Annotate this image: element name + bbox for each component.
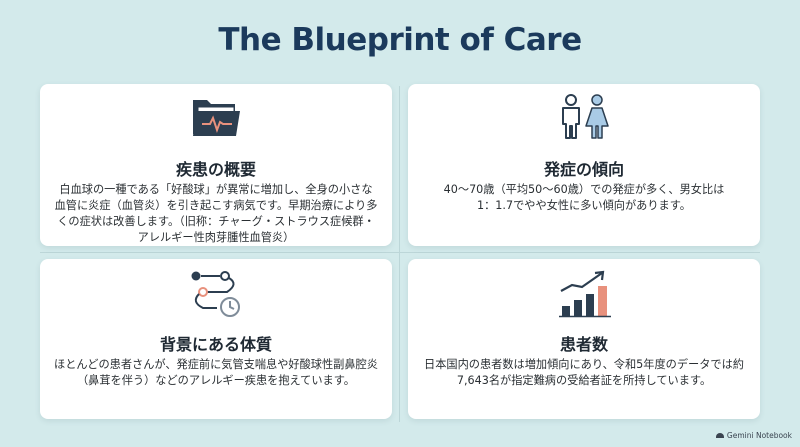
- card-body: 白血球の一種である「好酸球」が異常に増加し、全身の小さな血管に炎症（血管炎）を引…: [54, 183, 378, 244]
- footer-brand: Gemini Notebook: [715, 431, 792, 440]
- card-underlying-constitution: 背景にある体質 ほとんどの患者さんが、発症前に気管支喘息や好酸球性副鼻腔炎（鼻茸…: [40, 259, 392, 419]
- card-body: ほとんどの患者さんが、発症前に気管支喘息や好酸球性副鼻腔炎（鼻茸を伴う）などのア…: [54, 358, 378, 387]
- growth-chart-icon: [558, 269, 612, 323]
- card-disease-overview: 疾患の概要 白血球の一種である「好酸球」が異常に増加し、全身の小さな血管に炎症（…: [40, 84, 392, 246]
- card-body: 40〜70歳（平均50〜60歳）での発症が多く、男女比は1：1.7でやや女性に多…: [443, 183, 725, 212]
- card-onset-trend: 発症の傾向 40〜70歳（平均50〜60歳）での発症が多く、男女比は1：1.7で…: [408, 84, 760, 246]
- card-title: 疾患の概要: [175, 160, 256, 179]
- horizontal-divider: [40, 252, 760, 253]
- card-title: 背景にある体質: [159, 335, 272, 354]
- medical-folder-icon: [190, 94, 242, 142]
- card-body: 日本国内の患者数は増加傾向にあり、令和5年度のデータでは約7,643名が指定難病…: [424, 358, 744, 387]
- page-title: The Blueprint of Care: [218, 22, 582, 58]
- man-woman-icon: [554, 94, 614, 144]
- card-patient-count: 患者数 日本国内の患者数は増加傾向にあり、令和5年度のデータでは約7,643名が…: [408, 259, 760, 419]
- timeline-clock-icon: [190, 269, 244, 321]
- card-title: 患者数: [559, 335, 608, 354]
- card-title: 発症の傾向: [543, 160, 624, 179]
- footer-label: Gemini Notebook: [726, 431, 792, 440]
- notebook-logo-icon: [715, 433, 724, 438]
- vertical-divider: [399, 86, 400, 422]
